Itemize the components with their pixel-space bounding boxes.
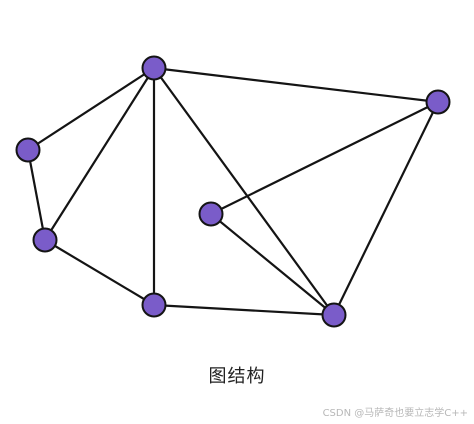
node-center	[198, 201, 224, 227]
edge-top-midleft	[43, 66, 156, 242]
node-bottommid	[141, 292, 167, 318]
edge-left-midleft	[26, 148, 47, 242]
node-left	[15, 137, 41, 163]
node-top	[141, 55, 167, 81]
edge-center-bottomright	[209, 212, 336, 317]
watermark-text: CSDN @马萨奇也要立志学C++	[322, 408, 468, 419]
edge-right-center	[209, 100, 440, 216]
edges	[26, 66, 440, 317]
edge-top-left	[26, 66, 156, 152]
diagram-caption: 图结构	[208, 366, 266, 387]
node-midleft	[32, 227, 58, 253]
edge-top-right	[152, 66, 440, 104]
node-right	[425, 89, 451, 115]
edge-bottommid-bottomright	[152, 303, 336, 317]
edge-top-bottomright	[152, 66, 336, 317]
nodes	[15, 55, 451, 328]
edge-midleft-bottommid	[43, 238, 156, 307]
node-bottomright	[321, 302, 347, 328]
edge-right-bottomright	[332, 100, 440, 317]
